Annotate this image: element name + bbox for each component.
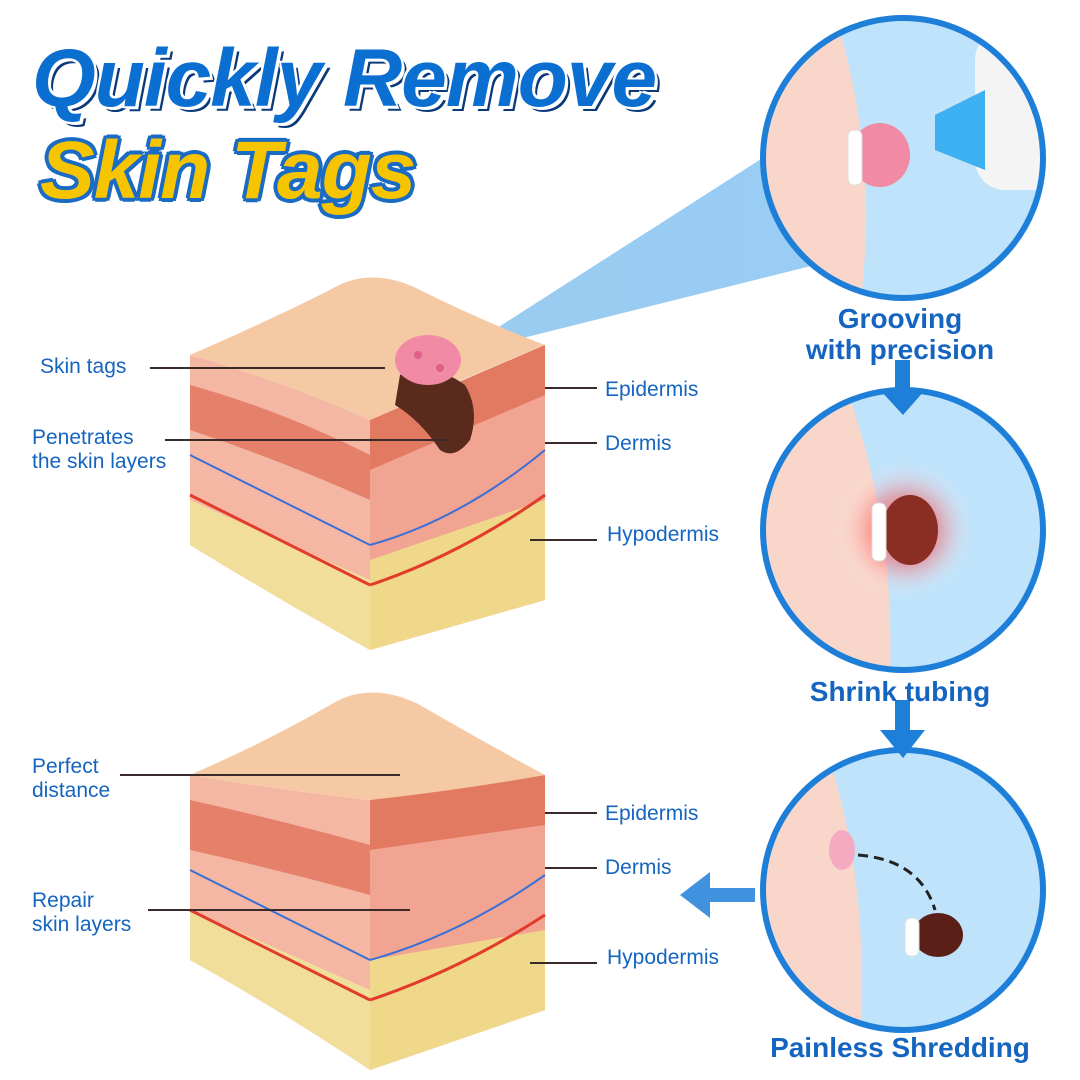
label-dermis-bottom: Dermis [605, 856, 672, 879]
label-penetrates: Penetrates the skin layers [32, 426, 167, 473]
label-hypodermis-top: Hypodermis [607, 523, 720, 546]
left-arrow-icon [680, 872, 755, 918]
step2-illustration [763, 390, 1043, 670]
title-line-1: Quickly Remove [32, 33, 657, 124]
label-hypodermis-bottom: Hypodermis [607, 946, 720, 969]
label-skin-tags: Skin tags [40, 355, 127, 378]
label-repair: Repair skin layers [32, 889, 132, 936]
step1-caption: Grooving with precision [805, 303, 995, 365]
label-epidermis-top: Epidermis [605, 378, 699, 401]
top-skin-block [189, 277, 546, 650]
step2-caption: Shrink tubing [809, 676, 991, 707]
label-dermis-top: Dermis [605, 432, 672, 455]
title-line-2: Skin Tags [40, 125, 416, 216]
down-arrow-icon [880, 360, 925, 758]
zoom-beam [455, 150, 815, 355]
label-perfect-distance: Perfect distance [32, 755, 111, 802]
step3-caption: Painless Shredding [770, 1032, 1030, 1063]
bottom-skin-block [189, 692, 546, 1070]
label-epidermis-bottom: Epidermis [605, 802, 699, 825]
